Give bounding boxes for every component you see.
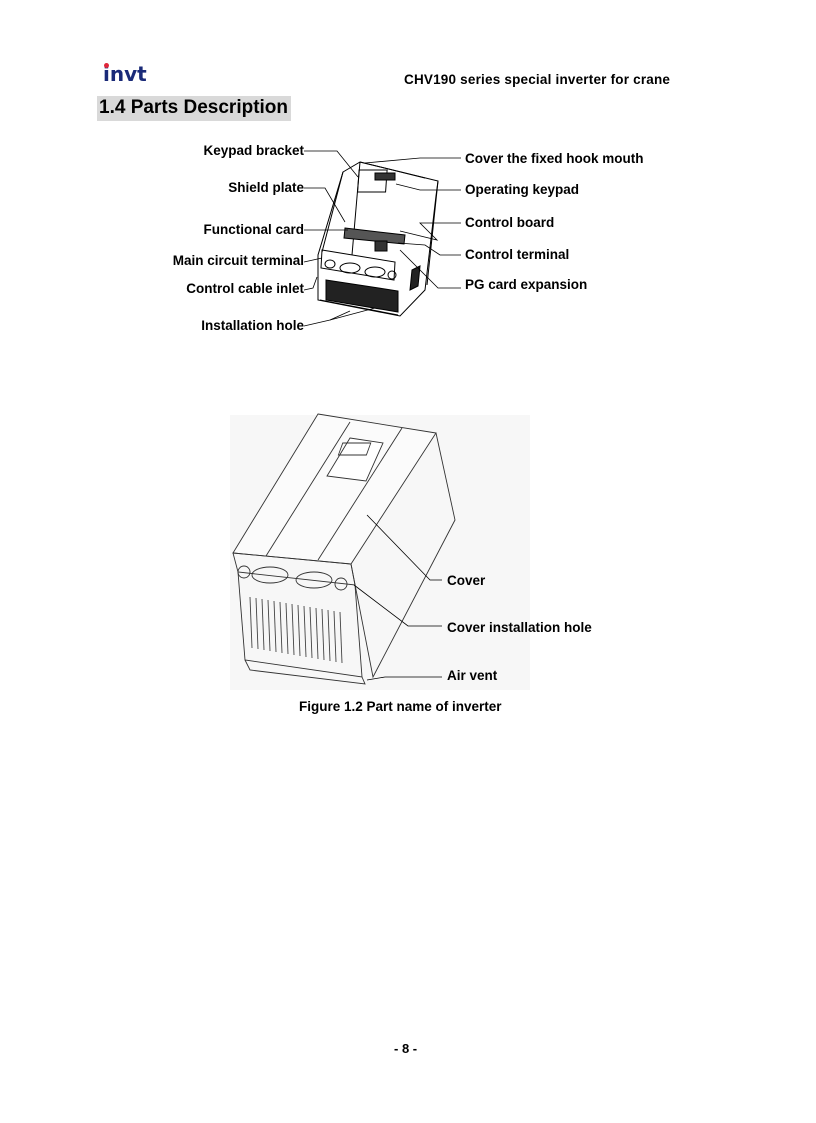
label-operating-keypad: Operating keypad [465,182,580,197]
document-header-title: CHV190 series special inverter for crane [404,72,671,87]
label-cover-fixed-hook-mouth: Cover the fixed hook mouth [465,151,644,166]
label-control-cable-inlet: Control cable inlet [186,281,304,296]
label-control-board: Control board [465,215,555,230]
label-pg-card-expansion: PG card expansion [465,277,588,292]
label-cover-installation-hole: Cover installation hole [447,620,592,635]
label-shield-plate: Shield plate [228,180,304,195]
label-cover: Cover [447,573,486,588]
label-installation-hole: Installation hole [201,318,304,333]
invt-logo: invt [103,62,147,86]
figure-caption: Figure 1.2 Part name of inverter [299,699,502,714]
section-title: 1.4 Parts Description [97,96,292,121]
page-number: - 8 - [394,1041,418,1056]
label-main-circuit-terminal: Main circuit terminal [172,253,304,268]
label-control-terminal: Control terminal [465,247,570,262]
label-keypad-bracket: Keypad bracket [203,143,304,158]
logo-text: invt [103,62,147,86]
label-functional-card: Functional card [203,222,304,237]
logo-dot-icon [104,63,109,68]
label-air-vent: Air vent [447,668,498,683]
